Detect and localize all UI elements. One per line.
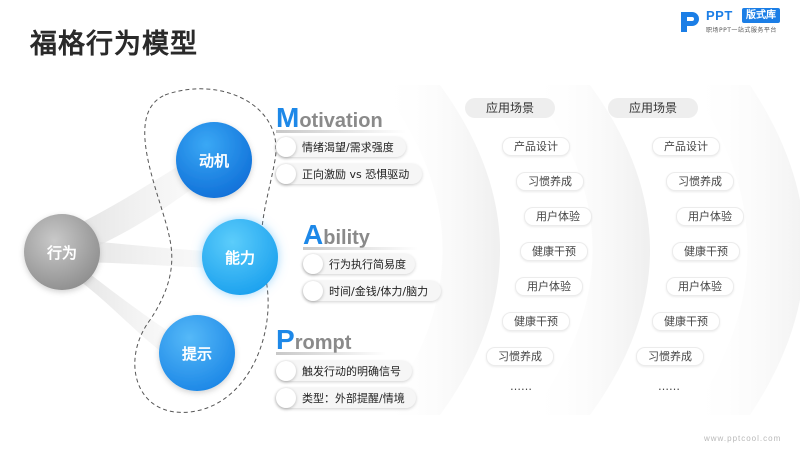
ability-item-1: 行为执行简易度 [303, 254, 415, 274]
ability-rest: bility [323, 227, 370, 249]
connector-fan-mid [62, 238, 225, 268]
ability-initial: A [303, 219, 324, 250]
scenario-1-tag-1: 产品设计 [502, 137, 570, 156]
motivation-item-1: 情绪渴望/需求强度 [276, 137, 406, 157]
motivation-item-2-text: 正向激励 vs 恐惧驱动 [302, 168, 410, 181]
node-ability-label: 能力 [225, 249, 255, 267]
ability-heading: Ability [303, 219, 370, 251]
bullet-dot [276, 361, 296, 381]
scenario-2-tag-2: 习惯养成 [666, 172, 734, 191]
ability-item-2-text: 时间/金钱/体力/脑力 [329, 285, 429, 298]
ability-item-2: 时间/金钱/体力/脑力 [303, 281, 441, 301]
footer-url: www.pptcool.com [704, 434, 782, 443]
scenario-2-tag-1: 产品设计 [652, 137, 720, 156]
ability-item-1-text: 行为执行简易度 [329, 258, 406, 271]
bullet-dot [303, 254, 323, 274]
scenario-2-tag-5: 用户体验 [666, 277, 734, 296]
bullet-dot [303, 281, 323, 301]
connector-fan-low [62, 252, 185, 365]
prompt-underline [276, 352, 386, 355]
scenario-1-tag-6: 健康干预 [502, 312, 570, 331]
prompt-item-1-text: 触发行动的明确信号 [302, 365, 401, 378]
scenario-arc-3 [690, 85, 800, 415]
scenario-1-tag-2: 习惯养成 [516, 172, 584, 191]
prompt-initial: P [276, 324, 295, 355]
prompt-item-2: 类型：外部提醒/情境 [276, 388, 416, 408]
scenario-1-tag-4: 健康干预 [520, 242, 588, 261]
scenario-2-tag-6: 健康干预 [652, 312, 720, 331]
page-title: 福格行为模型 [30, 29, 198, 60]
scenario-1-tag-5: 用户体验 [515, 277, 583, 296]
scenario-arc-1 [380, 85, 500, 415]
logo-subtitle: 职场PPT一站式服务平台 [706, 27, 777, 34]
center-node [24, 214, 100, 290]
motivation-item-1-text: 情绪渴望/需求强度 [302, 141, 394, 154]
scenario-arc-2 [530, 85, 650, 415]
connector-fan [62, 150, 208, 262]
motivation-initial: M [276, 102, 300, 133]
scenario-1-tag-7: 习惯养成 [486, 347, 554, 366]
motivation-heading: Motivation [276, 102, 383, 134]
ability-underline [303, 247, 418, 250]
ppt-logo-icon [681, 12, 699, 32]
center-node-label: 行为 [46, 244, 77, 262]
motivation-item-2: 正向激励 vs 恐惧驱动 [276, 164, 422, 184]
node-ability[interactable] [202, 219, 278, 295]
scenario-2-more: …… [658, 380, 680, 393]
motivation-rest: otivation [299, 110, 383, 132]
bullet-dot [276, 388, 296, 408]
scenario-2-tag-3: 用户体验 [676, 207, 744, 226]
bullet-dot [276, 164, 296, 184]
brand-logo: PPT 版式库 职场PPT一站式服务平台 [678, 8, 793, 36]
node-prompt-label: 提示 [182, 345, 212, 363]
bullet-dot [276, 137, 296, 157]
logo-brand: PPT [706, 8, 733, 23]
node-motivation[interactable] [176, 122, 252, 198]
scenario-2-tag-4: 健康干预 [672, 242, 740, 261]
prompt-heading: Prompt [276, 324, 351, 356]
motivation-underline [276, 130, 406, 133]
prompt-rest: rompt [294, 332, 352, 354]
node-prompt[interactable] [159, 315, 235, 391]
scenario-1-more: …… [510, 380, 532, 393]
prompt-item-1: 触发行动的明确信号 [276, 361, 412, 381]
scenario-column-2-header: 应用场景 [608, 98, 698, 118]
node-motivation-label: 动机 [199, 152, 229, 170]
logo-tag: 版式库 [742, 8, 780, 23]
scenario-1-tag-3: 用户体验 [524, 207, 592, 226]
prompt-item-2-text: 类型：外部提醒/情境 [302, 392, 405, 405]
scenario-2-tag-7: 习惯养成 [636, 347, 704, 366]
scenario-column-1-header: 应用场景 [465, 98, 555, 118]
